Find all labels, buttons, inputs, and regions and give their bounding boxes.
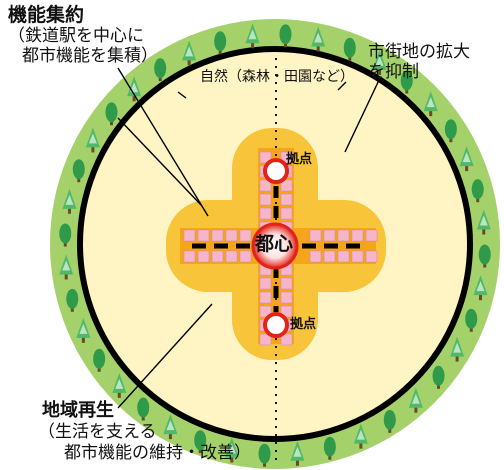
building-block [259,207,272,220]
conifer-icon [423,91,438,117]
urban-boundary-ring [77,46,473,442]
building-block [211,229,224,242]
conifer-icon [408,387,423,413]
leader-lines [117,67,381,409]
conifer-icon [372,49,387,75]
building-block [239,229,252,242]
conifer-icon [450,336,465,362]
tree-icon [72,159,85,183]
building-block [259,291,272,304]
conifer-icon [127,76,142,102]
conifer-icon [62,188,77,214]
center-label: 都心 [255,233,294,255]
hub-top-marker [263,158,289,184]
conifer-icon [459,146,474,172]
hub-bottom-marker [263,312,289,338]
conifer-icon [290,440,305,466]
regional-title: 地域再生 [42,400,114,421]
sprawl-control-line1: 市街地の拡大 [368,42,470,62]
tree-icon [465,308,478,332]
conifer-icon [112,372,127,398]
building-block [323,229,336,242]
regional-line2: 都市機能の維持・改善） [64,443,251,463]
building-block [280,333,293,346]
tree-icon [214,31,227,55]
building-block [351,229,364,242]
forest-trees [59,23,491,467]
building-block [280,207,293,220]
conifer-icon [76,317,91,343]
function-cluster-line1: （鉄道駅を中心に [8,26,144,46]
tree-icon [471,179,484,203]
conifer-icon [353,423,368,449]
building-block [211,250,224,263]
tree-icon [258,443,271,467]
tree-icon [400,70,413,94]
conifer-icon [311,26,326,52]
building-block [280,305,293,318]
nature-label: 自然（森林・田園など） [200,69,354,85]
tree-icon [154,58,167,82]
tree-icon [59,223,72,247]
conifer-icon [224,437,239,463]
building-block [280,277,293,290]
building-block [259,193,272,206]
building-block [225,229,238,242]
building-block [280,291,293,304]
conifer-icon [473,275,488,301]
building-block [351,250,364,263]
building-block [337,229,350,242]
building-block [309,250,322,263]
conifer-icon [476,209,491,235]
building-block [183,229,196,242]
conifer-icon [245,23,260,49]
conifer-icon [163,414,178,440]
tree-icon [279,24,292,48]
tree-icon [343,37,356,61]
hub-top-label: 拠点 [286,152,313,167]
building-block [259,277,272,290]
hub-bottom-label: 拠点 [290,317,317,332]
tree-icon [194,430,207,454]
function-cluster-line2: 都市機能を集積） [22,46,158,66]
conifer-icon [182,40,197,66]
tree-icon [432,365,445,389]
regional-line1: （生活を支える [38,422,157,442]
tree-icon [66,288,79,312]
conifer-icon [59,254,74,280]
tree-icon [478,244,491,268]
building-block [365,229,378,242]
tree-icon [93,348,106,372]
tree-icon [444,119,457,143]
building-block [259,333,272,346]
building-block [280,179,293,192]
conifer-icon [85,127,100,153]
building-block [365,250,378,263]
sprawl-control-line2: を抑制 [368,62,419,82]
tree-icon [323,436,336,460]
tree-icon [105,102,118,126]
building-block [183,250,196,263]
building-block [259,305,272,318]
building-block [239,250,252,263]
building-block [280,151,293,164]
building-block [225,250,238,263]
center-hub [251,222,299,270]
building-block [197,250,210,263]
building-block [197,229,210,242]
tree-icon [383,409,396,433]
building-block [337,250,350,263]
building-block [309,229,322,242]
building-block [259,179,272,192]
tree-icon [137,397,150,421]
building-block [323,250,336,263]
function-cluster-title: 機能集約 [8,4,85,26]
building-block [259,151,272,164]
building-block [280,193,293,206]
